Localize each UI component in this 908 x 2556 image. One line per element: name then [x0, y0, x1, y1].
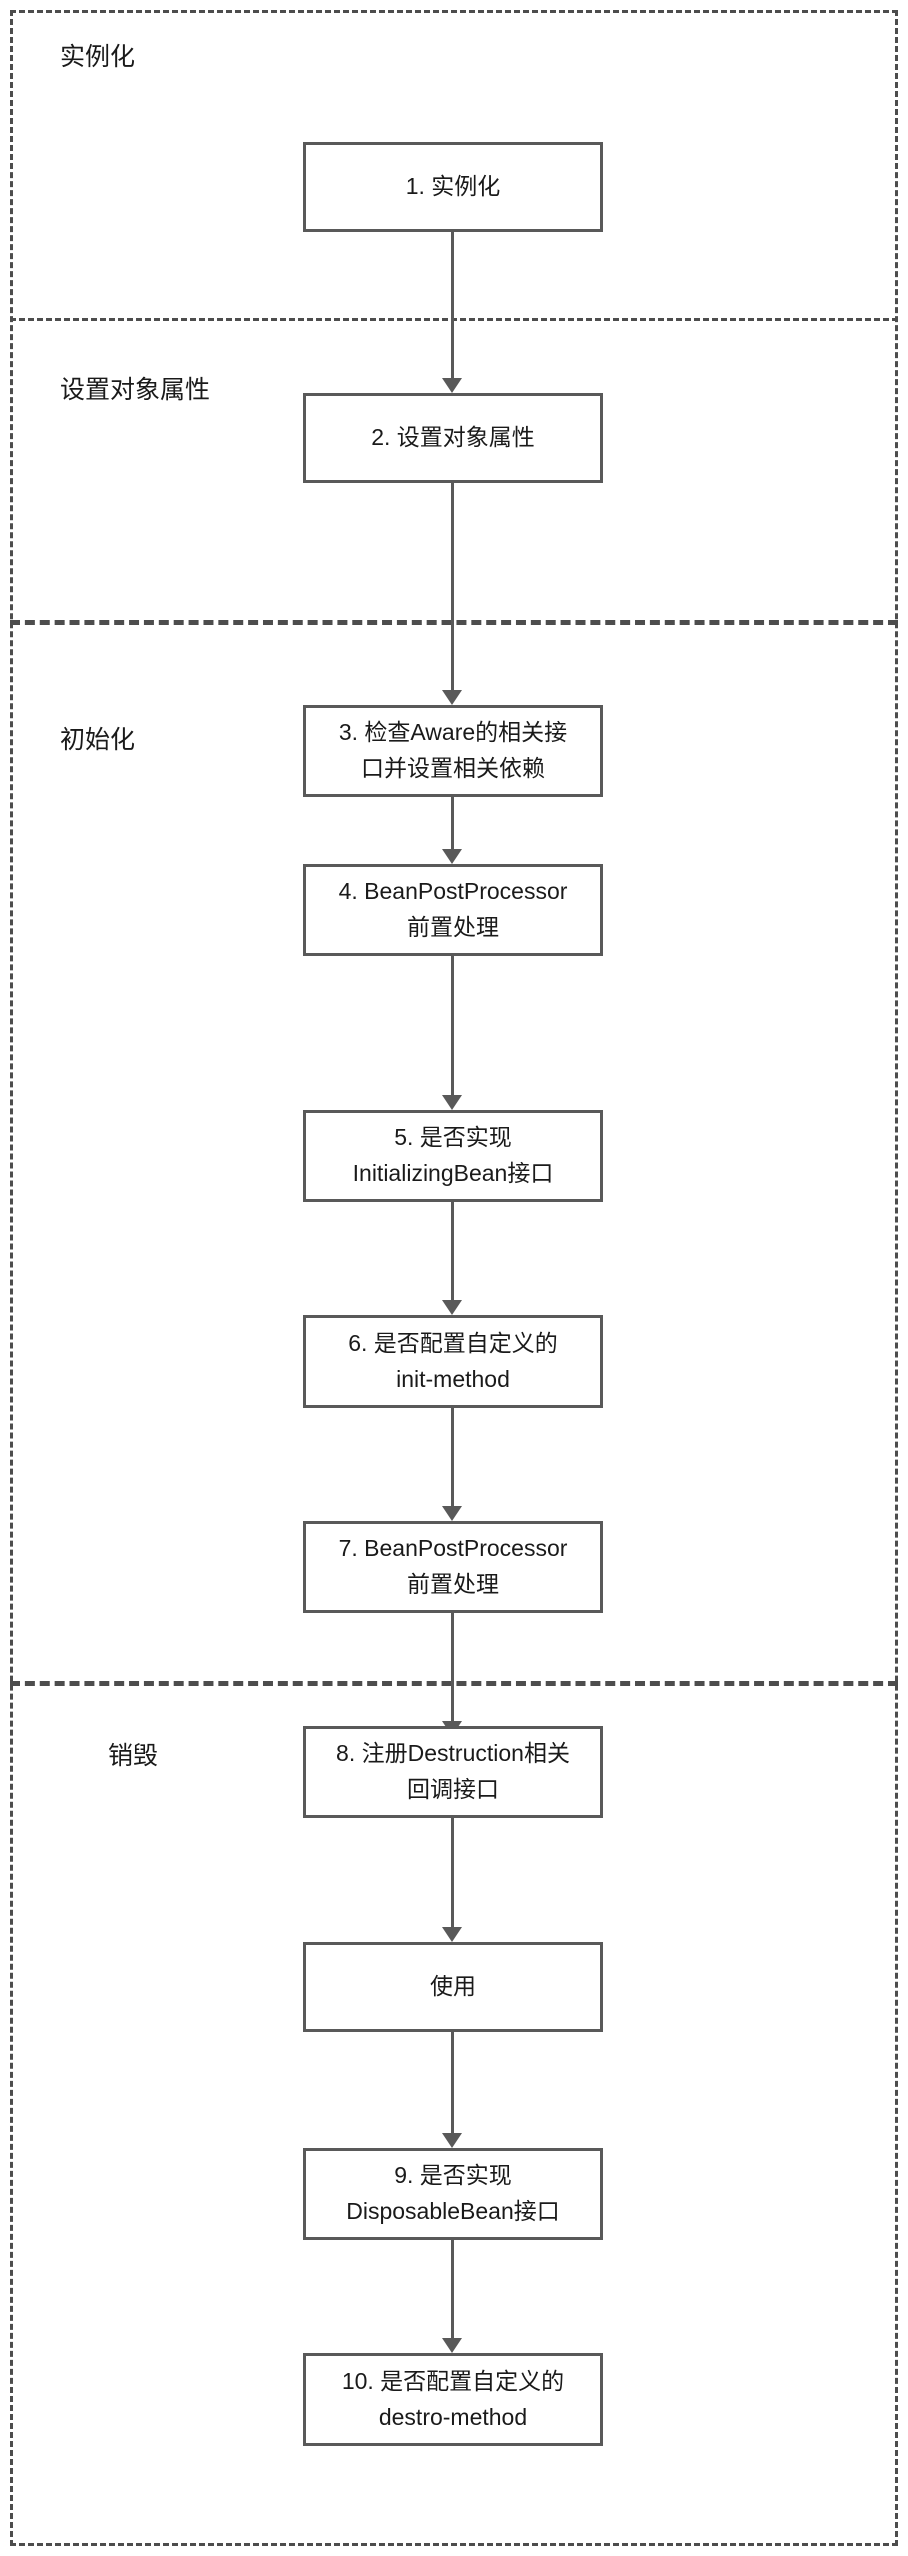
connector-5-to-6	[451, 1202, 454, 1300]
arrowhead-3-to-4	[442, 849, 462, 864]
lane-label-initialization: 初始化	[60, 726, 136, 754]
flow-node-aware-check-line2: 口并设置相关依赖	[361, 755, 545, 781]
flow-node-disposablebean-line2: DisposableBean接口	[346, 2198, 560, 2224]
flow-node-set-properties[interactable]: 2. 设置对象属性	[303, 393, 603, 483]
flow-node-initializingbean-line2: InitializingBean接口	[352, 1160, 554, 1186]
connector-2-to-3	[451, 483, 454, 690]
flow-node-register-destruction-line2: 回调接口	[407, 1776, 499, 1802]
connector-10-to-11	[451, 2240, 454, 2338]
arrowhead-6-to-7	[442, 1506, 462, 1521]
arrowhead-5-to-6	[442, 1300, 462, 1315]
flow-node-bpp-before-init-line1: 4. BeanPostProcessor	[338, 878, 568, 905]
connector-7-to-8	[451, 1613, 454, 1721]
arrowhead-9-to-10	[442, 2133, 462, 2148]
flow-node-instantiation-line1: 1. 实例化	[405, 173, 501, 200]
arrowhead-10-to-11	[442, 2338, 462, 2353]
flow-node-init-method-line1: 6. 是否配置自定义的	[348, 1329, 558, 1356]
flow-node-bpp-after-init-line2: 前置处理	[407, 1571, 499, 1597]
arrowhead-8-to-9	[442, 1927, 462, 1942]
connector-1-to-2	[451, 232, 454, 378]
flow-node-aware-check-line1: 3. 检查Aware的相关接	[338, 719, 568, 746]
lane-label-destruction: 销毁	[108, 1742, 159, 1770]
flow-node-aware-check[interactable]: 3. 检查Aware的相关接 口并设置相关依赖	[303, 705, 603, 797]
lane-label-set-properties: 设置对象属性	[60, 376, 211, 404]
flow-node-destroy-method-line2: destro-method	[378, 2403, 528, 2430]
lane-divider-instantiation-setproperties	[10, 318, 898, 321]
flow-node-destroy-method-line1: 10. 是否配置自定义的	[341, 2367, 565, 2394]
lane-divider-initialization-destruction	[10, 1681, 898, 1686]
lane-divider-setproperties-initialization	[10, 620, 898, 625]
flow-node-bpp-before-init-line2: 前置处理	[407, 914, 499, 940]
arrowhead-1-to-2	[442, 378, 462, 393]
flow-node-register-destruction[interactable]: 8. 注册Destruction相关 回调接口	[303, 1726, 603, 1818]
connector-6-to-7	[451, 1408, 454, 1506]
flow-node-in-use-line1: 使用	[430, 1973, 476, 2000]
diagram-outer-frame	[10, 10, 898, 2546]
flow-node-in-use[interactable]: 使用	[303, 1942, 603, 2032]
flow-node-init-method[interactable]: 6. 是否配置自定义的 init-method	[303, 1315, 603, 1408]
arrowhead-2-to-3	[442, 690, 462, 705]
flow-node-disposablebean[interactable]: 9. 是否实现 DisposableBean接口	[303, 2148, 603, 2240]
flow-node-disposablebean-line1: 9. 是否实现	[394, 2162, 512, 2189]
connector-9-to-10	[451, 2032, 454, 2133]
flow-node-destroy-method[interactable]: 10. 是否配置自定义的 destro-method	[303, 2353, 603, 2446]
connector-8-to-9	[451, 1818, 454, 1927]
flow-node-set-properties-line1: 2. 设置对象属性	[371, 424, 535, 451]
arrowhead-4-to-5	[442, 1095, 462, 1110]
flow-node-initializingbean-line1: 5. 是否实现	[394, 1124, 512, 1151]
flow-node-init-method-line2: init-method	[396, 1365, 510, 1392]
flow-node-initializingbean[interactable]: 5. 是否实现 InitializingBean接口	[303, 1110, 603, 1202]
flow-node-instantiation[interactable]: 1. 实例化	[303, 142, 603, 232]
flow-node-register-destruction-line1: 8. 注册Destruction相关	[336, 1740, 570, 1767]
flow-node-bpp-after-init-line1: 7. BeanPostProcessor	[338, 1535, 568, 1562]
lane-label-instantiation: 实例化	[60, 43, 136, 71]
connector-4-to-5	[451, 956, 454, 1095]
connector-3-to-4	[451, 797, 454, 849]
flow-node-bpp-before-init[interactable]: 4. BeanPostProcessor 前置处理	[303, 864, 603, 956]
flow-node-bpp-after-init[interactable]: 7. BeanPostProcessor 前置处理	[303, 1521, 603, 1613]
